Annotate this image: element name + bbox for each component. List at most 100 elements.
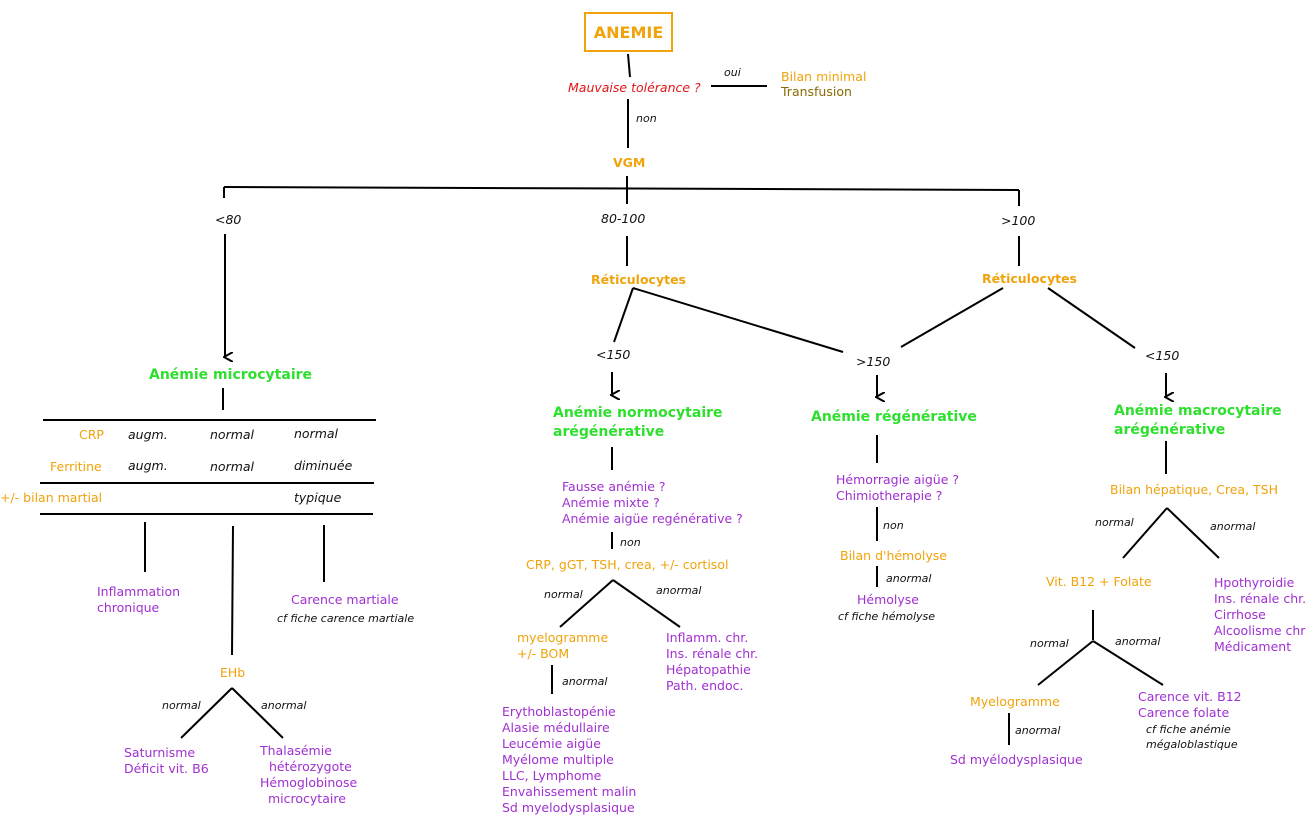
hepatopathie: Hépatopathie xyxy=(666,662,751,677)
root-node: ANEMIE xyxy=(584,12,673,52)
normo-title-line-1: Anémie normocytaire xyxy=(553,405,723,421)
medicament: Médicament xyxy=(1214,639,1292,654)
normo-title-line-2: arégénérative xyxy=(553,424,665,440)
llc-lymphome: LLC, Lymphome xyxy=(502,768,602,783)
carences-macro: Carence vit. B12 Carence folate xyxy=(1138,689,1242,721)
hypothyroidie: Hpothyroidie xyxy=(1214,575,1295,590)
macro-title-line-2: arégénérative xyxy=(1114,422,1226,438)
normo-normal-label: normal xyxy=(544,588,583,601)
non-label: non xyxy=(636,112,657,125)
transfusion: Transfusion xyxy=(781,84,852,99)
carence-ref-line-2: mégaloblastique xyxy=(1146,738,1238,751)
normo-threshold: <150 xyxy=(596,347,631,362)
tolerance-question: Mauvaise tolérance ? xyxy=(568,80,701,95)
table-label-crp: CRP xyxy=(79,427,104,442)
ins-renale-chr-macro: Ins. rénale chr. xyxy=(1214,591,1307,606)
normo-title: Anémie normocytaire arégénérative xyxy=(553,404,723,442)
ehb-normal-label: normal xyxy=(162,699,201,712)
normo-questions: Fausse anémie ? Anémie mixte ? Anémie ai… xyxy=(562,479,743,527)
carence-ref-line-1: cf fiche anémie xyxy=(1146,723,1231,736)
microcytaire: microcytaire xyxy=(268,791,346,806)
hemolyse-ref: cf fiche hémolyse xyxy=(838,610,936,623)
table-ferritine-c3: diminuée xyxy=(294,458,353,473)
connector-ehb xyxy=(231,525,234,656)
connector-normo-left xyxy=(559,579,614,628)
reticulocytes-mid: Réticulocytes xyxy=(591,272,686,287)
regen-causes: Hémorragie aigüe ? Chimiotherapie ? xyxy=(836,472,959,504)
myelo-macro-anormal-label: anormal xyxy=(1015,724,1061,737)
envahissement-malin: Envahissement malin xyxy=(502,784,637,799)
table-ferritine-c1: augm. xyxy=(128,458,168,473)
connector-vit-left xyxy=(1037,640,1094,686)
cirrhose: Cirrhose xyxy=(1214,607,1266,622)
ins-renale-chr: Ins. rénale chr. xyxy=(666,646,759,661)
connector-ehb-right xyxy=(231,687,284,739)
connector-macro-left xyxy=(1122,507,1168,559)
macro-anormal-results: Hpothyroidie Ins. rénale chr. Cirrhose A… xyxy=(1214,575,1306,655)
micro-title: Anémie microcytaire xyxy=(149,367,313,383)
macro-bilan: Bilan hépatique, Crea, TSH xyxy=(1110,482,1279,497)
leucemie-aigue: Leucémie aigüe xyxy=(502,736,601,751)
ehb-anormal-label: anormal xyxy=(261,699,307,712)
table-crp-c3: normal xyxy=(294,426,339,441)
branch-80-100: 80-100 xyxy=(601,211,646,226)
connector-reti-gt150 xyxy=(632,287,844,353)
hemolyse: Hémolyse xyxy=(857,592,919,607)
heterozygote: hétérozygote xyxy=(269,759,352,774)
connector-reti-lt150 xyxy=(613,287,634,343)
vit-normal-label: normal xyxy=(1030,637,1069,650)
normo-anormal-label: anormal xyxy=(656,584,702,597)
inflamm-chr: Inflamm. chr. xyxy=(666,630,749,645)
erythoblastopenie: Erythoblastopénie xyxy=(502,704,616,719)
normo-non-label: non xyxy=(620,536,641,549)
connector-macro-gt150 xyxy=(900,287,1004,348)
vit-b12-folate: Vit. B12 + Folate xyxy=(1046,574,1152,589)
thalassemie: Thalasémie xyxy=(260,743,332,758)
oui-label: oui xyxy=(724,66,741,79)
connector-macro-right xyxy=(1166,507,1220,559)
connector-ehb-left xyxy=(180,687,233,739)
chimiotherapie: Chimiotherapie ? xyxy=(836,488,943,503)
carence-martiale: Carence martiale xyxy=(291,592,399,607)
alasie-medullaire: Alasie médullaire xyxy=(502,720,610,735)
macro-title-line-1: Anémie macrocytaire xyxy=(1114,403,1282,419)
table-crp-c2: normal xyxy=(210,427,255,442)
connector-root xyxy=(627,53,631,78)
carence-b12: Carence vit. B12 xyxy=(1138,689,1242,704)
ehb-node: EHb xyxy=(220,665,246,680)
connector-macro-lt150 xyxy=(1047,287,1136,349)
myelogramme-line: myelogramme xyxy=(517,630,609,645)
branch-lt80: <80 xyxy=(215,212,242,227)
connector-split xyxy=(223,186,1020,191)
carence-folate: Carence folate xyxy=(1138,705,1230,720)
table-ferritine-c2: normal xyxy=(210,459,255,474)
bom-line: +/- BOM xyxy=(517,646,570,661)
deficit-b6: Déficit vit. B6 xyxy=(124,761,209,776)
sd-myelodysplasique-normo: Sd myelodysplasique xyxy=(502,800,635,815)
alcoolisme-chr: Alcoolisme chr xyxy=(1214,623,1306,638)
hemorragie-aigue: Hémorragie aigüe ? xyxy=(836,472,959,487)
branch-gt100: >100 xyxy=(1001,213,1036,228)
inflammation-line-1: Inflammation xyxy=(97,584,181,599)
inflammation-chronique: Inflammation chronique xyxy=(97,584,180,616)
macro-anormal-label: anormal xyxy=(1210,520,1256,533)
fausse-anemie: Fausse anémie ? xyxy=(562,479,666,494)
bilan-hemolyse: Bilan d'hémolyse xyxy=(840,548,947,563)
table-label-ferritine: Ferritine xyxy=(50,459,102,474)
reticulocytes-macro: Réticulocytes xyxy=(982,271,1077,286)
connector-normo-right xyxy=(612,579,681,628)
macro-threshold: <150 xyxy=(1145,348,1180,363)
table-label-bilan: +/- bilan martial xyxy=(0,490,103,505)
vit-anormal-label: anormal xyxy=(1115,635,1161,648)
normo-myelogramme: myelogramme +/- BOM xyxy=(517,630,608,662)
vgm-node: VGM xyxy=(613,155,646,170)
carence-macro-ref: cf fiche anémie mégaloblastique xyxy=(1146,722,1238,752)
bilan-minimal: Bilan minimal xyxy=(781,69,867,84)
ehb-normal-results: Saturnisme Déficit vit. B6 xyxy=(124,745,209,777)
inflammation-line-2: chronique xyxy=(97,600,160,615)
myelogramme-macro: Myelogramme xyxy=(970,694,1060,709)
path-endoc: Path. endoc. xyxy=(666,678,744,693)
regen-threshold: >150 xyxy=(856,354,891,369)
connector-vit-right xyxy=(1092,640,1164,686)
